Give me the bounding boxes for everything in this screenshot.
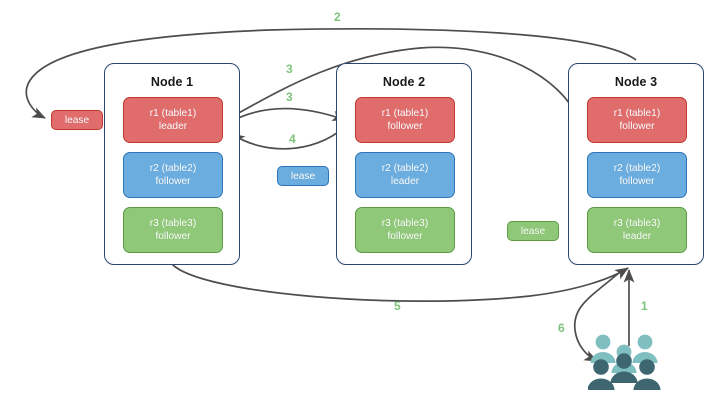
replica-line-2: follower: [619, 121, 655, 132]
node-box-node3[interactable]: Node 3 r1 (table1) follower r2 (table2) …: [568, 63, 704, 265]
node-title: Node 1: [150, 75, 194, 89]
node-title: Node 3: [614, 75, 658, 89]
replica-line-2: follower: [155, 231, 191, 242]
replica-line-1: r2 (table2): [149, 163, 197, 174]
replica-n1-r2[interactable]: r2 (table2) follower: [123, 152, 223, 198]
edge-5-path: [171, 263, 629, 302]
replica-line-2: follower: [387, 121, 423, 132]
node-title: Node 2: [382, 75, 426, 89]
step-label-5: 5: [394, 299, 401, 313]
replica-line-1: r3 (table3): [149, 218, 197, 229]
replica-line-1: r1 (table1): [613, 108, 661, 119]
replica-line-1: r3 (table3): [381, 218, 429, 229]
replica-n1-r1[interactable]: r1 (table1) leader: [123, 97, 223, 143]
lease-badge-red[interactable]: lease: [51, 110, 103, 130]
replica-line-2: leader: [390, 176, 420, 187]
replica-line-1: r2 (table2): [613, 163, 661, 174]
replica-n1-r3[interactable]: r3 (table3) follower: [123, 207, 223, 253]
edge-3b-path: [222, 107, 346, 127]
step-label-2: 2: [334, 10, 341, 24]
step-label-1: 1: [641, 299, 648, 313]
node-box-node1[interactable]: Node 1 r1 (table1) leader r2 (table2) fo…: [104, 63, 240, 265]
step-label-3a: 3: [286, 62, 293, 76]
replica-n2-r2[interactable]: r2 (table2) leader: [355, 152, 455, 198]
step-label-3b: 3: [286, 90, 293, 104]
step-label-6: 6: [558, 321, 565, 335]
replica-line-2: follower: [619, 176, 655, 187]
replica-line-2: follower: [387, 231, 423, 242]
replica-line-1: r2 (table2): [381, 163, 429, 174]
replica-n2-r3[interactable]: r3 (table3) follower: [355, 207, 455, 253]
lease-badge-blue[interactable]: lease: [277, 166, 329, 186]
step-label-4: 4: [289, 132, 296, 146]
users-group-icon: [588, 334, 661, 390]
users-front-row: [588, 353, 661, 390]
replica-line-1: r1 (table1): [149, 108, 197, 119]
replica-line-1: r1 (table1): [381, 108, 429, 119]
node-box-node2[interactable]: Node 2 r1 (table1) follower r2 (table2) …: [336, 63, 472, 265]
replica-n2-r1[interactable]: r1 (table1) follower: [355, 97, 455, 143]
users-back-row: [590, 334, 658, 373]
replica-n3-r3[interactable]: r3 (table3) leader: [587, 207, 687, 253]
replica-line-2: leader: [622, 231, 652, 242]
replica-line-2: follower: [155, 176, 191, 187]
replica-n3-r2[interactable]: r2 (table2) follower: [587, 152, 687, 198]
replica-line-1: r3 (table3): [613, 218, 661, 229]
replica-n3-r1[interactable]: r1 (table1) follower: [587, 97, 687, 143]
lease-badge-green[interactable]: lease: [507, 221, 559, 241]
replica-line-2: leader: [158, 121, 188, 132]
